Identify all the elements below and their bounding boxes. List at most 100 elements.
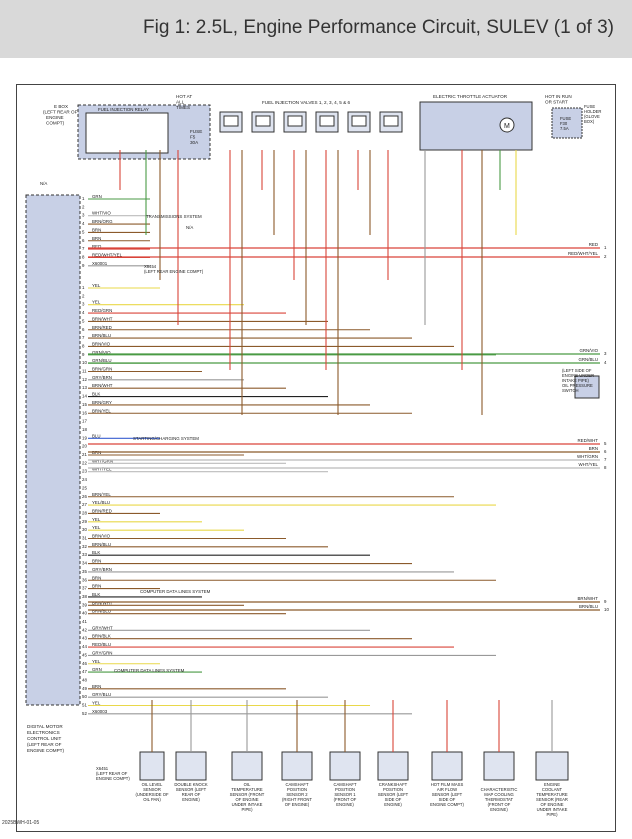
ecm-pin-b-28: 28 bbox=[82, 510, 87, 515]
injector-coil-2 bbox=[255, 115, 271, 127]
injector-coil-3 bbox=[287, 115, 303, 127]
ecm-pin-b-27: 27 bbox=[82, 502, 87, 507]
ecm-wire-color-b-36: BRN bbox=[92, 575, 101, 580]
ecm-pin-b-33: 33 bbox=[82, 552, 87, 557]
sensor-7 bbox=[431, 751, 463, 781]
ecm-pin-b-15: 15 bbox=[82, 402, 87, 407]
ecm-pin-b-42: 42 bbox=[82, 627, 87, 632]
ecm-wire-color-a-3: WHT/VIO bbox=[92, 211, 111, 216]
fuse-holder-box bbox=[551, 107, 583, 139]
ecm-wire-color-b-11: BRN/GRN bbox=[92, 367, 112, 372]
ecm-pin-b-25: 25 bbox=[82, 485, 87, 490]
ecm-pin-b-18: 18 bbox=[82, 427, 87, 432]
ecm-pin-b-45: 45 bbox=[82, 652, 87, 657]
right-wire-color-6: BRN bbox=[589, 446, 598, 451]
right-wire-color-8: WHT/YEL bbox=[578, 462, 598, 467]
ecm-pin-b-37: 37 bbox=[82, 586, 87, 591]
ecm-wire-color-b-16: BRN/YEL bbox=[92, 408, 111, 413]
motor-glyph: M bbox=[504, 123, 510, 130]
motor-icon bbox=[499, 117, 515, 133]
ecm-wire-color-b-12: GRY/BRN bbox=[92, 375, 112, 380]
ecm-label: DIGITAL MOTOR ELECTRONICS CONTROL UNIT (… bbox=[27, 724, 64, 753]
ecm-wire-color-b-43: BRN/BLK bbox=[92, 634, 111, 639]
ecm-wire-color-a-4: BRN/ORG bbox=[92, 219, 113, 224]
injectors-label: FUEL INJECTION VALVES 1, 2, 3, 4, 5 & 6 bbox=[262, 100, 350, 105]
ecm-wire-color-b-51: YEL bbox=[92, 701, 101, 706]
ecm-wire-color-b-22: WHT/GRN bbox=[92, 458, 113, 463]
ecm-pin-b-21: 21 bbox=[82, 452, 87, 457]
ecm-wire-color-b-30: YEL bbox=[92, 525, 101, 530]
right-wire-color-5: RED/WHT bbox=[578, 438, 599, 443]
sensor-1 bbox=[139, 751, 165, 781]
footer-code: 2025BWH-01-05 bbox=[2, 820, 40, 826]
ecm-pin-a-5: 5 bbox=[82, 229, 85, 234]
na-label: N/A bbox=[186, 225, 193, 230]
ecm-wire-color-a-5: BRN bbox=[92, 227, 101, 232]
ecm-wire-color-b-6: BRN/RED bbox=[92, 325, 112, 330]
ecm-wire-color-b-19: BLU bbox=[92, 433, 101, 438]
right-wire-num-9: 9 bbox=[604, 599, 607, 604]
ecm-wire-color-b-27: YEL/BLU bbox=[92, 500, 110, 505]
ecm-wire-color-a-7: RED bbox=[92, 244, 101, 249]
relay-label: FUEL INJECTION RELAY bbox=[98, 107, 149, 112]
ecm-pin-a-9: 9 bbox=[82, 263, 85, 268]
ecm-wire-color-a-9: X60001 bbox=[92, 261, 108, 266]
sensor-6 bbox=[377, 751, 409, 781]
right-wire-color-7: WHT/GRN bbox=[577, 454, 598, 459]
oil-pressure-switch bbox=[574, 375, 600, 399]
ecm-wire-color-b-9: GRN/VIO bbox=[92, 350, 111, 355]
sensor-3 bbox=[231, 751, 263, 781]
ecm-pin-a-1: 1 bbox=[82, 196, 85, 201]
ecm-wire-color-b-7: BRN/BLU bbox=[92, 333, 111, 338]
ecm-wire-color-a-6: BRN bbox=[92, 236, 101, 241]
ecm-pin-b-40: 40 bbox=[82, 611, 87, 616]
ecm-pin-b-17: 17 bbox=[82, 419, 87, 424]
ecm-pin-b-11: 11 bbox=[82, 369, 87, 374]
ecm-wire-color-b-1: YEL bbox=[92, 283, 101, 288]
ecm-wire-color-b-28: BRN/RED bbox=[92, 508, 112, 513]
header-bar: Fig 1: 2.5L, Engine Performance Circuit,… bbox=[0, 0, 632, 58]
starting-charging-label: STARTING/CHARGING SYSTEM bbox=[133, 436, 199, 441]
ecm-pin-b-49: 49 bbox=[82, 686, 87, 691]
ecm-pin-b-23: 23 bbox=[82, 469, 87, 474]
ecm-pin-a-8: 8 bbox=[82, 254, 85, 259]
ecm-pin-b-6: 6 bbox=[82, 327, 85, 332]
ecm-wire-color-b-29: YEL bbox=[92, 517, 101, 522]
injector-coil-1 bbox=[223, 115, 239, 127]
injector-coil-6 bbox=[383, 115, 399, 127]
fuel-injection-relay bbox=[85, 112, 169, 154]
sensor-8 bbox=[483, 751, 515, 781]
ecm-wire-color-a-8: RED/WHT/YEL bbox=[92, 252, 123, 257]
ecm-pin-b-20: 20 bbox=[82, 444, 87, 449]
throttle-actuator-box bbox=[419, 101, 533, 151]
fuel-injection-valves bbox=[219, 111, 403, 133]
ecm-wire-color-b-4: RED/GRN bbox=[92, 308, 112, 313]
ecm-pin-b-31: 31 bbox=[82, 536, 87, 541]
computer-data-lines-label: COMPUTER DATA LINES SYSTEM bbox=[140, 589, 211, 594]
ecm-pin-b-16: 16 bbox=[82, 410, 87, 415]
ecm-pin-b-50: 50 bbox=[82, 694, 87, 699]
page-title: Fig 1: 2.5L, Engine Performance Circuit,… bbox=[143, 17, 614, 38]
ecm-wire-color-b-3: YEL bbox=[92, 300, 101, 305]
ecm-pin-b-39: 39 bbox=[82, 602, 87, 607]
right-edge-labels: RED1RED/WHT/YEL2GRN/VIO3GRN/BLU4RED/WHT5… bbox=[568, 242, 609, 612]
na-label-top: N/A bbox=[40, 181, 47, 186]
ecm-pin-b-52: 52 bbox=[82, 711, 87, 716]
right-wire-num-5: 5 bbox=[604, 441, 607, 446]
computer-data-lines-label-2: COMPUTER DATA LINES SYSTEM bbox=[114, 668, 185, 673]
ecm-pin-b-3: 3 bbox=[82, 302, 85, 307]
injector-coil-4 bbox=[319, 115, 335, 127]
sensor-5 bbox=[329, 751, 361, 781]
ecm-wire-color-b-44: RED/BLU bbox=[92, 642, 111, 647]
ecm-pin-b-30: 30 bbox=[82, 527, 87, 532]
ecm-wire-color-b-37: BRN bbox=[92, 584, 101, 589]
ecm-pin-b-32: 32 bbox=[82, 544, 87, 549]
ecm-wire-color-b-45: GRY/GRN bbox=[92, 650, 112, 655]
